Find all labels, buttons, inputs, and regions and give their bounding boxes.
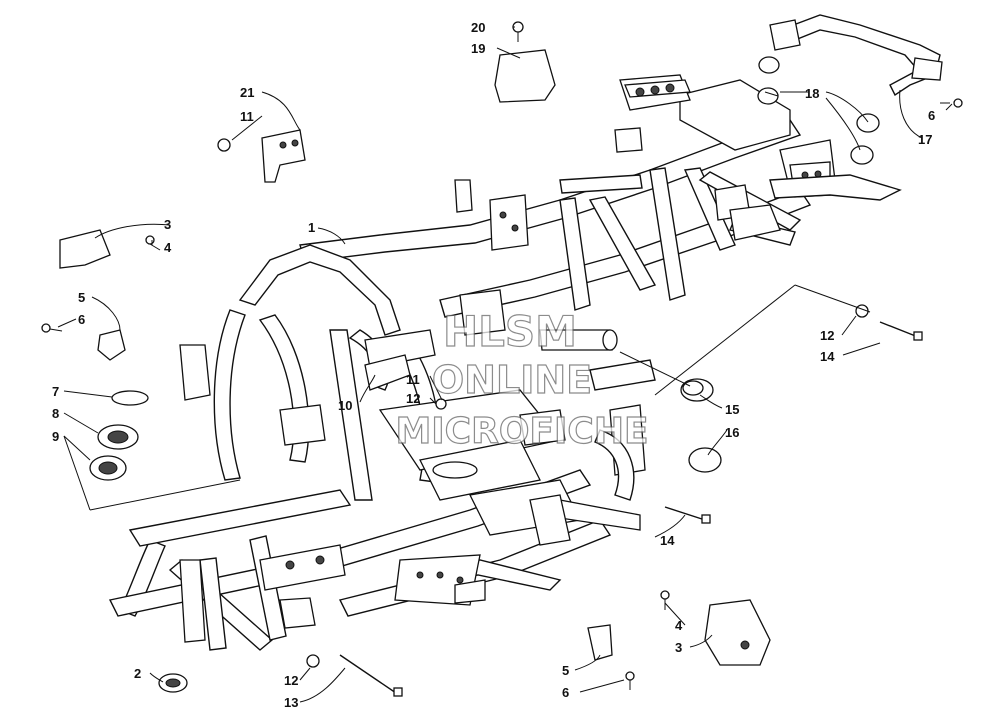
callout-12: 12 — [284, 673, 298, 688]
callout-15: 15 — [725, 402, 739, 417]
part-5-plate-left — [97, 329, 126, 361]
watermark: HLSM ONLINE MICROFICHE — [395, 306, 649, 452]
part-21-plate — [261, 129, 306, 183]
callout-14: 14 — [820, 349, 835, 364]
callout-6: 6 — [562, 685, 569, 700]
callout-labels: 20 19 21 11 1 3 4 5 6 7 8 9 10 11 12 18 … — [52, 20, 935, 710]
callout-5: 5 — [78, 290, 85, 305]
part-7-snap-ring — [111, 390, 149, 406]
part-9-bearing — [89, 455, 127, 481]
callout-21: 21 — [240, 85, 254, 100]
callout-18: 18 — [805, 86, 819, 101]
part-2-bushing — [158, 673, 188, 693]
part-5-plate-right — [587, 624, 613, 661]
part-8-bearing — [97, 424, 139, 450]
callout-3: 3 — [675, 640, 682, 655]
callout-12: 12 — [406, 391, 420, 406]
callout-4: 4 — [164, 240, 172, 255]
callout-3: 3 — [164, 217, 171, 232]
part-14-bolt-lower — [664, 506, 711, 524]
part-6-bolt-left — [41, 323, 63, 333]
part-18-grommet-2 — [757, 87, 779, 105]
callout-1: 1 — [308, 220, 315, 235]
part-19-bracket — [494, 49, 556, 103]
leader-lines — [57, 26, 953, 703]
callout-6: 6 — [928, 108, 935, 123]
callout-12: 12 — [820, 328, 834, 343]
callout-9: 9 — [52, 429, 59, 444]
watermark-line-3: MICROFICHE — [395, 411, 648, 452]
callout-14: 14 — [660, 533, 675, 548]
part-17-rack-bracket — [769, 14, 943, 97]
part-4-bolt-left — [145, 235, 161, 251]
callout-5: 5 — [562, 663, 569, 678]
callout-2: 2 — [134, 666, 141, 681]
part-11-nut-upper — [217, 138, 231, 152]
callout-7: 7 — [52, 384, 59, 399]
callout-11: 11 — [406, 372, 420, 387]
main-frame — [108, 74, 902, 651]
part-18-grommet-1 — [758, 56, 780, 74]
callout-10: 10 — [338, 398, 352, 413]
watermark-line-1: HLSM — [443, 307, 577, 356]
callout-11: 11 — [240, 109, 254, 124]
callout-17: 17 — [918, 132, 932, 147]
part-18-grommet-3 — [856, 113, 880, 133]
part-3-bracket-left — [59, 229, 111, 269]
part-4-bolt-right — [660, 590, 670, 610]
part-6-bolt-upper-right — [940, 98, 963, 108]
part-12-nut-bottom — [306, 654, 320, 668]
part-20-bolt — [512, 21, 524, 42]
part-13-bolt — [339, 654, 403, 697]
part-3-bracket-right — [704, 599, 771, 666]
callout-8: 8 — [52, 406, 59, 421]
part-15-cap — [680, 378, 714, 402]
callout-19: 19 — [471, 41, 485, 56]
part-16-plug — [688, 447, 722, 473]
part-14-bolt-upper — [879, 321, 923, 341]
part-6-bolt-lower-right — [625, 671, 635, 690]
callout-4: 4 — [675, 618, 683, 633]
callout-13: 13 — [284, 695, 298, 710]
part-18-grommet-4 — [850, 145, 874, 165]
callout-6: 6 — [78, 312, 85, 327]
part-10-bracket — [364, 354, 411, 391]
callout-16: 16 — [725, 425, 739, 440]
watermark-line-2: ONLINE — [432, 358, 592, 402]
callout-20: 20 — [471, 20, 485, 35]
